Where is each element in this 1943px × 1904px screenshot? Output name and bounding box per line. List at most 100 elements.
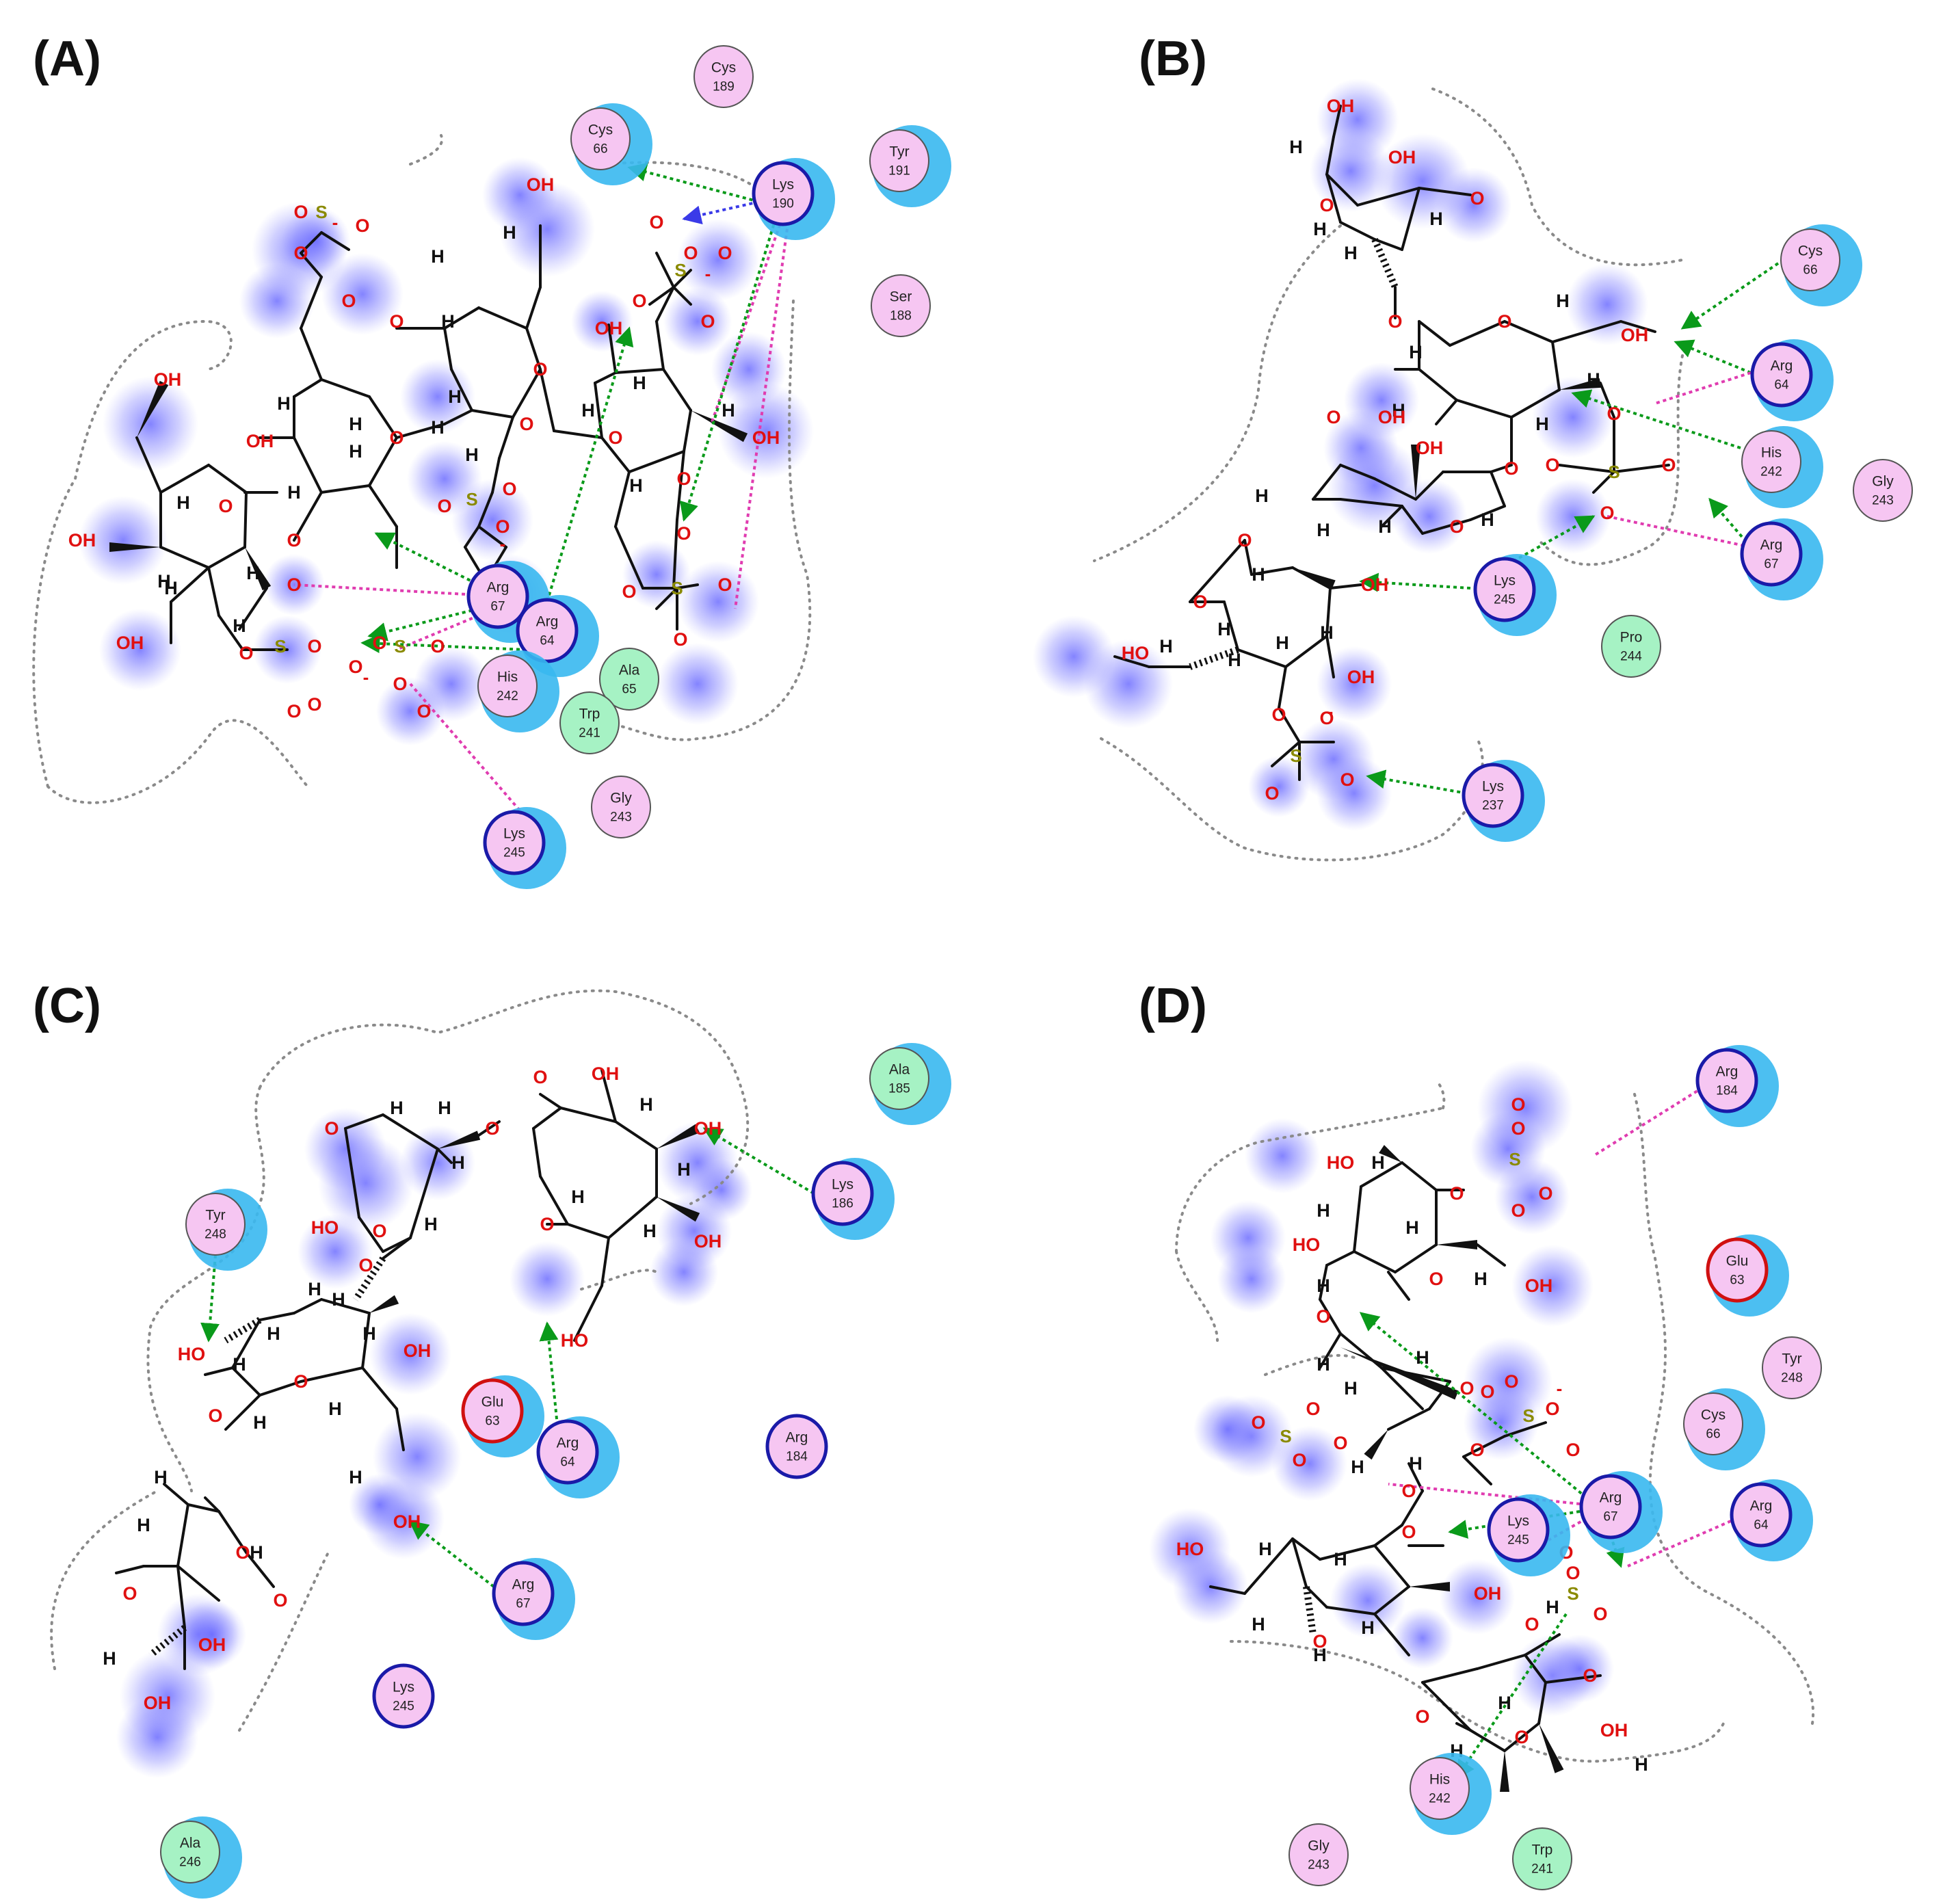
hydrogen-atom: H xyxy=(1429,209,1443,229)
residue-name: Arg xyxy=(786,1430,808,1446)
hydrogen-atom: H xyxy=(1344,243,1358,263)
residue-number: 189 xyxy=(713,80,735,94)
residue-name: Ala xyxy=(180,1836,201,1851)
hbond-line xyxy=(367,607,479,642)
hydrogen-atom: H xyxy=(571,1187,585,1207)
oxygen-atom: O xyxy=(1545,455,1559,475)
residue-disc xyxy=(160,1821,220,1883)
ligand-bond xyxy=(614,471,631,528)
oxygen-atom: O xyxy=(1511,1094,1525,1115)
ligand-bond xyxy=(553,429,603,439)
ligand-bond xyxy=(539,1175,569,1226)
residue-number: 245 xyxy=(503,846,525,860)
residue-number: 67 xyxy=(516,1597,530,1611)
ligand-bond xyxy=(243,491,248,548)
sulfur-atom: S xyxy=(1280,1426,1291,1446)
ligand-bond xyxy=(1524,1654,1547,1684)
ligand-bond xyxy=(368,395,398,439)
ligand-bond xyxy=(1401,1161,1438,1191)
hydrogen-atom: H xyxy=(1361,1617,1375,1638)
hydrogen-atom: H xyxy=(1275,633,1289,653)
hbond-line xyxy=(539,1321,559,1427)
oxygen-atom: O xyxy=(519,414,533,434)
ligand-bond xyxy=(1325,173,1342,224)
oxygen-atom: O xyxy=(1459,1378,1474,1399)
ligand-bond xyxy=(395,1407,405,1451)
solvent-exposure-blob xyxy=(1084,639,1173,728)
ligand-bond xyxy=(614,1120,658,1150)
hydrogen-atom: H xyxy=(308,1279,321,1299)
residue-disc xyxy=(1487,1497,1550,1563)
oxygen-atom: O xyxy=(1538,1183,1552,1204)
ligand-bond xyxy=(1449,320,1506,347)
hydrogen-atom: H xyxy=(1317,1354,1330,1375)
oxygen-atom: O xyxy=(1504,458,1518,479)
hydroxyl-label: OH xyxy=(1388,147,1416,168)
ligand-bond xyxy=(1353,1250,1397,1273)
ligand-bond xyxy=(1476,1654,1526,1670)
oxygen-atom: O xyxy=(1271,704,1286,725)
ligand-bond xyxy=(525,286,542,330)
hydroxyl-label: OH xyxy=(68,530,96,551)
hydrogen-atom: H xyxy=(1344,1378,1358,1399)
residue-ala-185: Ala 185 xyxy=(869,1043,951,1125)
residue-number: 242 xyxy=(1429,1792,1451,1806)
ligand-bond xyxy=(1476,1243,1506,1267)
negative-charge: - xyxy=(705,263,711,284)
panel-labels-layer: (A)(B)(C)(D) xyxy=(33,31,1207,1033)
residue-name: Ala xyxy=(889,1062,910,1078)
ligand-bond xyxy=(1401,1490,1424,1526)
ligand-bond xyxy=(1339,221,1376,241)
ionic-contact-line xyxy=(1654,371,1752,405)
oxygen-atom: O xyxy=(1429,1269,1443,1289)
hydrogen-atom: H xyxy=(390,1098,404,1118)
hydrogen-atom: H xyxy=(1255,486,1269,506)
ligand-bond xyxy=(1524,1633,1561,1656)
ligand-bond xyxy=(628,450,685,473)
ligand-bond xyxy=(1237,648,1287,668)
hydrogen-atom: H xyxy=(677,1159,691,1180)
ligand-bond xyxy=(477,525,507,548)
oxygen-atom: O xyxy=(372,633,386,653)
panel-label-d: (D) xyxy=(1139,979,1207,1033)
hydrogen-atom: H xyxy=(349,441,362,462)
ligand-bond xyxy=(1469,1729,1506,1752)
ligand-bond xyxy=(566,1223,610,1239)
ligand-bond xyxy=(1332,105,1342,138)
ligand-bond xyxy=(1325,635,1335,678)
ligand-bond xyxy=(1284,635,1328,668)
oxygen-atom: O xyxy=(287,574,301,595)
ligand-bond xyxy=(224,1394,261,1431)
hydrogen-atom: H xyxy=(633,373,646,393)
residue-number: 185 xyxy=(888,1082,910,1096)
ligand-bond xyxy=(1373,238,1403,251)
residue-number: 248 xyxy=(1781,1371,1803,1386)
solvent-exposure-blob xyxy=(239,263,315,339)
solvent-exposure-blob xyxy=(318,1135,414,1231)
wedge-bond xyxy=(1411,445,1420,499)
hydrogen-atom: H xyxy=(451,1152,465,1173)
ligand-bond xyxy=(655,252,675,289)
wedge-bond xyxy=(1409,1582,1450,1591)
residue-disc xyxy=(372,1663,435,1729)
oxygen-atom: O xyxy=(1401,1481,1416,1501)
residue-number: 67 xyxy=(490,600,505,614)
residue-name: Cys xyxy=(711,60,736,76)
hydrogen-atom: H xyxy=(1556,291,1570,311)
oxygen-atom: O xyxy=(673,629,687,650)
hydrogen-atom: H xyxy=(1535,414,1549,434)
residue-disc xyxy=(1579,1474,1642,1539)
ligand-bond xyxy=(320,484,371,494)
ligand-bond xyxy=(300,1366,364,1383)
hydroxyl-label: OH xyxy=(116,633,144,653)
hydroxyl-label: HO xyxy=(561,1330,589,1351)
hydroxyl-label: OH xyxy=(1378,407,1406,427)
